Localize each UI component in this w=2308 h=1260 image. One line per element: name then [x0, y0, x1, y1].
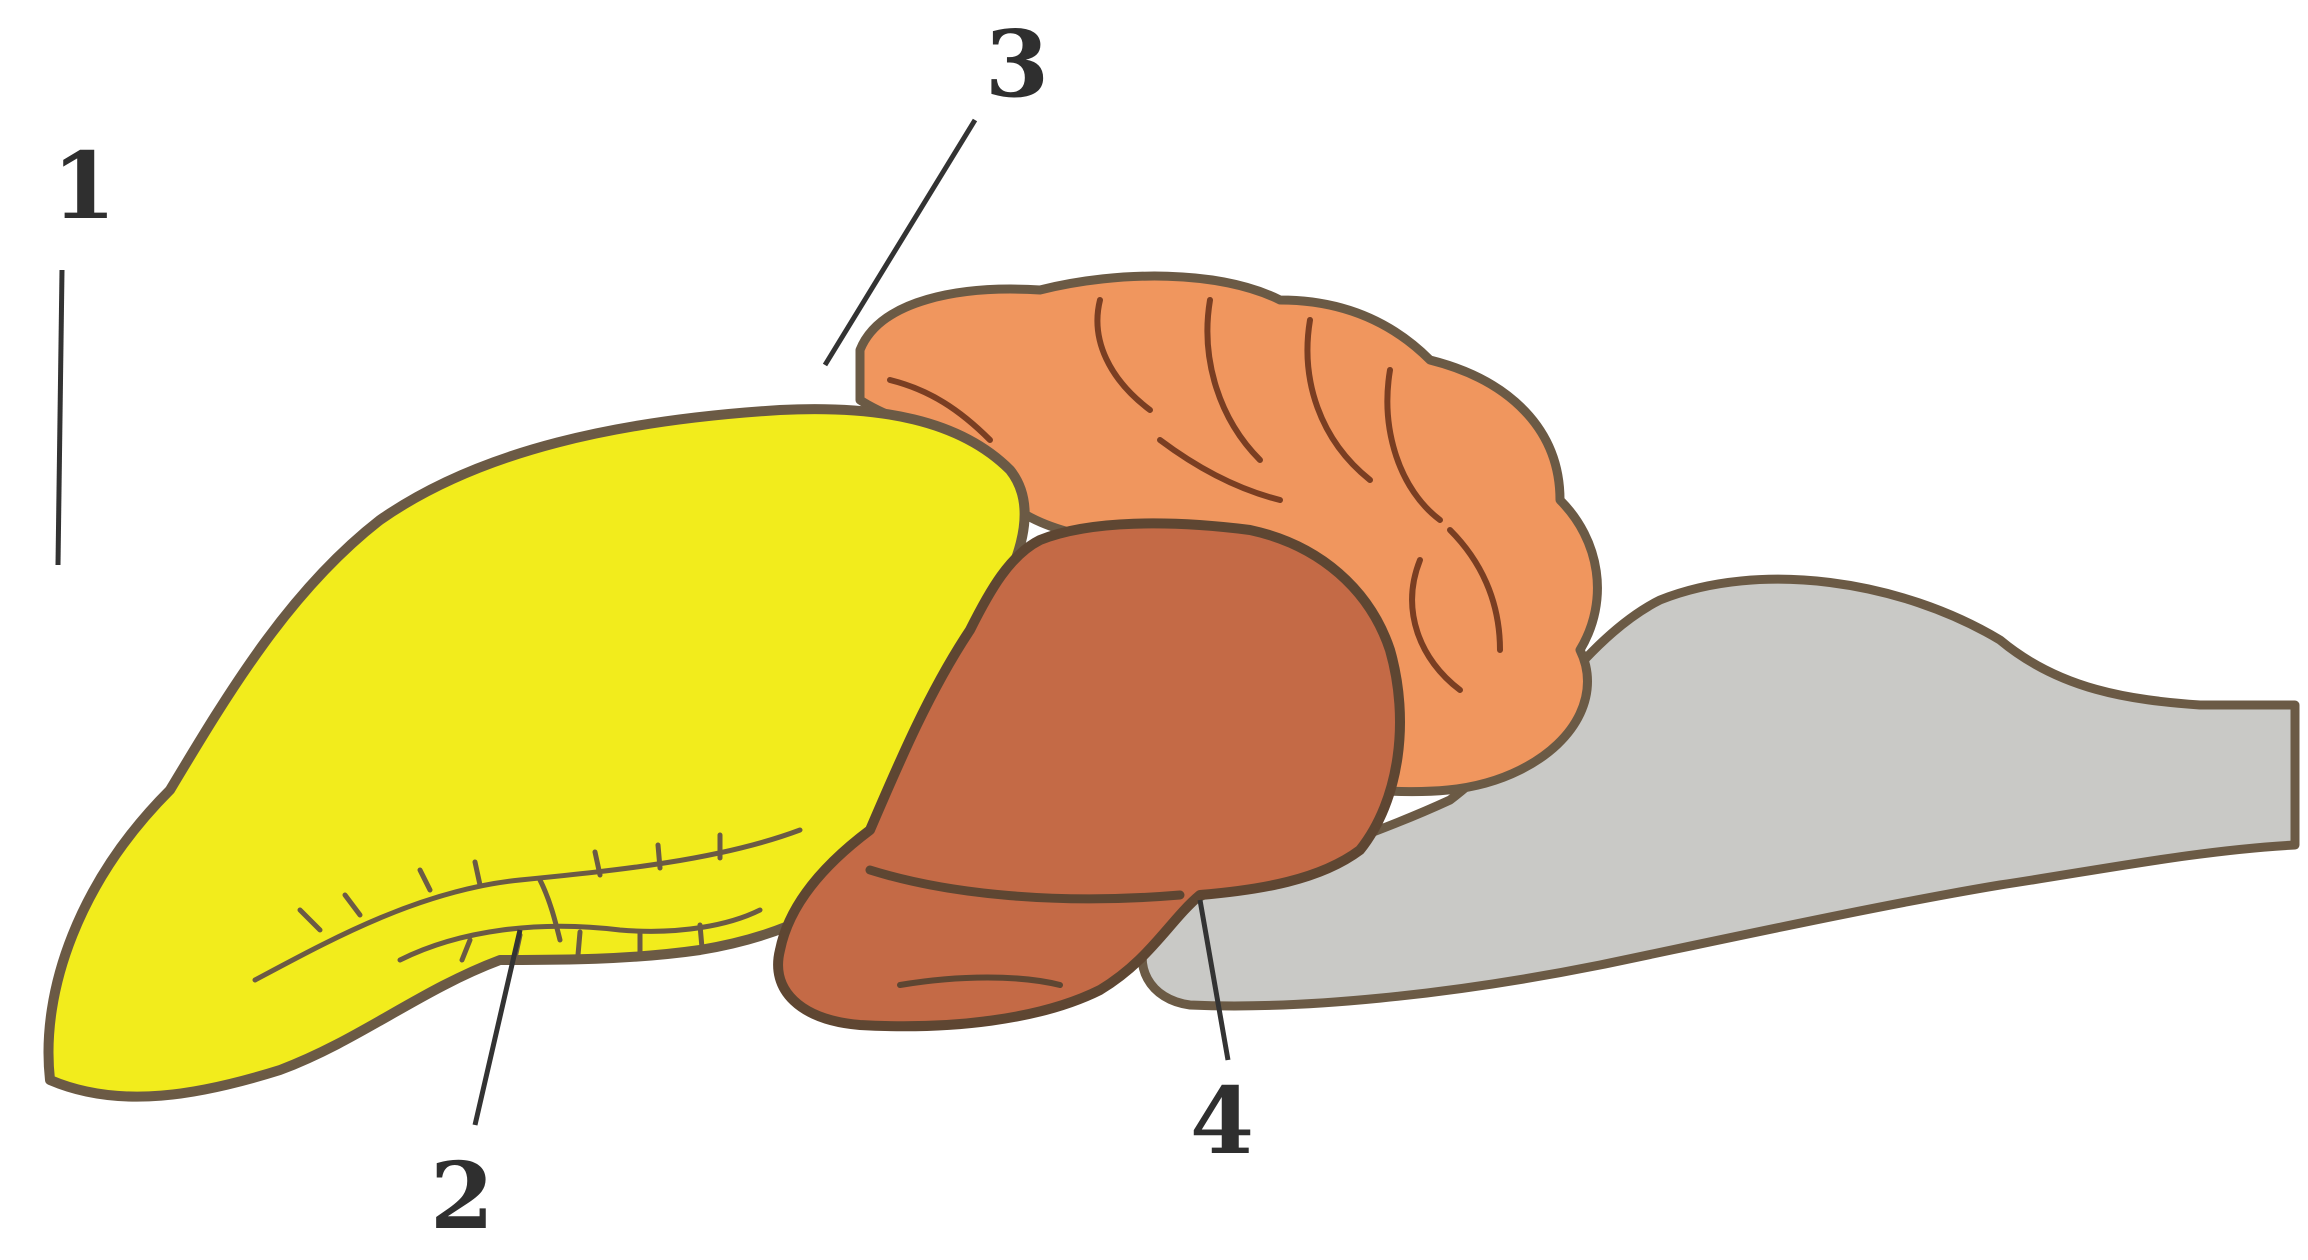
label-2: 2 [430, 1150, 494, 1242]
label-1: 1 [52, 140, 116, 232]
label-3: 3 [985, 18, 1049, 110]
label-4: 4 [1190, 1075, 1254, 1167]
